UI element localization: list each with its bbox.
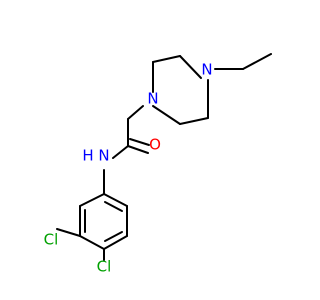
atom-n-piperazine-left: N (147, 90, 158, 108)
bond-benzene-6 (79, 193, 105, 207)
bond-ring-5 (179, 117, 209, 125)
bond-benzene-3 (103, 235, 128, 250)
atom-n-amine: N (98, 147, 109, 165)
bond-carbonyl-1 (127, 145, 149, 154)
atom-cl-bottom: Cl (97, 258, 112, 276)
bond-n-ch2 (127, 105, 144, 120)
atom-h-amine: H (82, 147, 93, 165)
bond-benzene-1 (103, 193, 128, 207)
bond-benzene-inner-1 (104, 201, 123, 212)
bond-ring-1 (179, 55, 202, 79)
bond-benzene-inner-2 (104, 231, 123, 242)
bond-benzene-4 (79, 235, 105, 250)
bond-ethyl-ch3 (242, 53, 272, 70)
bond-cl-top (56, 228, 81, 237)
atom-n-piperazine-right: N (201, 61, 212, 79)
bond-carbonyl-n (112, 145, 129, 159)
bond-carbonyl-2 (129, 138, 150, 146)
bond-ring-4 (152, 105, 181, 125)
bond-ring-2 (152, 55, 181, 63)
chemical-structure: N N O H N Cl Cl (44, 53, 272, 276)
atom-cl-top: Cl (44, 231, 59, 249)
atom-o-carbonyl: O (149, 136, 161, 154)
